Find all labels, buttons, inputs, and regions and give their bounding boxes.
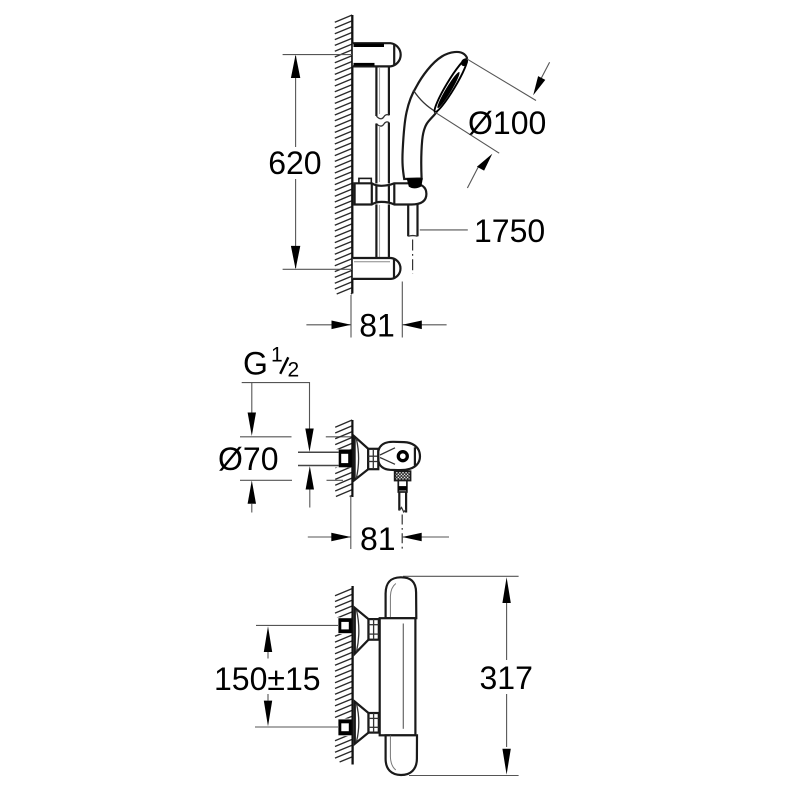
svg-text:620: 620	[268, 145, 321, 181]
svg-text:81: 81	[360, 521, 396, 557]
svg-text:2: 2	[288, 359, 300, 382]
svg-text:Ø100: Ø100	[468, 105, 546, 141]
svg-text:150±15: 150±15	[214, 661, 321, 697]
svg-text:Ø70: Ø70	[218, 441, 278, 477]
svg-text:81: 81	[359, 308, 395, 344]
svg-text:1750: 1750	[474, 213, 545, 249]
svg-text:G: G	[243, 346, 268, 382]
svg-text:1: 1	[271, 344, 283, 367]
svg-text:317: 317	[480, 660, 533, 696]
